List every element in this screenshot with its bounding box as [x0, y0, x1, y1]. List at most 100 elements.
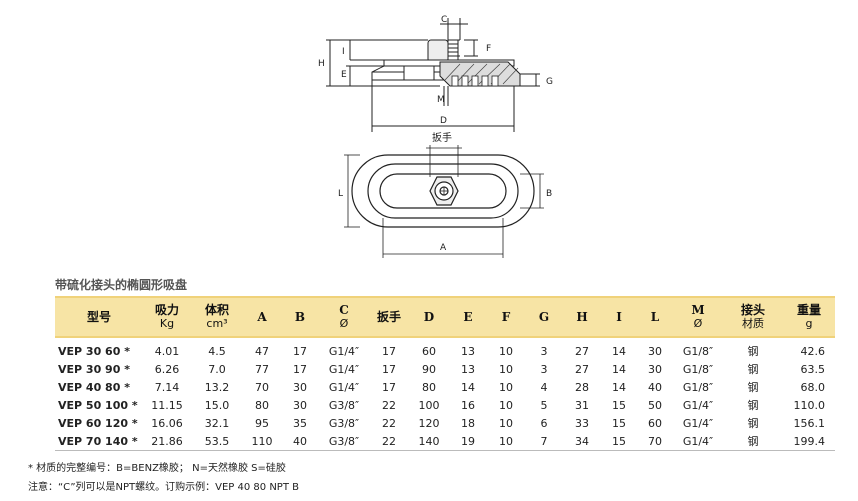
side-view-labels: C F H I E G M D	[318, 15, 553, 126]
column-header: D	[409, 297, 449, 337]
table-cell: 钢	[747, 363, 759, 376]
table-cell: 7.0	[208, 362, 226, 376]
table-cell: 10	[499, 380, 513, 394]
column-header-sub: cm³	[206, 317, 228, 330]
table-cell: 53.5	[191, 432, 243, 451]
table-cell: 95	[255, 416, 269, 430]
table-cell: 22	[369, 432, 409, 451]
column-header-main: A	[257, 310, 267, 324]
table-cell: 15	[612, 398, 626, 412]
column-header: L	[637, 297, 673, 337]
column-header-main: 体积	[204, 303, 229, 317]
table-cell: 6	[540, 416, 548, 430]
dim-label-f: F	[486, 44, 491, 54]
dim-label-m: M	[437, 95, 445, 105]
column-header-main: 接头	[740, 303, 765, 317]
table-cell: 6.26	[154, 362, 180, 376]
table-cell: 10	[499, 416, 513, 430]
table-cell: G1/4″	[328, 362, 360, 376]
column-header-main: I	[616, 310, 622, 324]
model-cell: VEP 40 80 *	[58, 380, 130, 394]
model-cell: VEP 60 120 *	[58, 416, 138, 430]
technical-drawing: C F H I E G M D 扳手 L	[318, 15, 553, 258]
table-cell: 30	[293, 380, 307, 394]
column-header: F	[487, 297, 525, 337]
table-cell: 35	[293, 416, 307, 430]
table-cell: 77	[255, 362, 269, 376]
dim-label-l: L	[338, 189, 343, 199]
table-cell: 16.06	[151, 416, 183, 430]
table-cell: G1/4″	[673, 432, 723, 451]
table-cell: 21.86	[143, 432, 191, 451]
column-header-main: C	[339, 303, 349, 317]
column-header: 型号	[55, 297, 143, 337]
column-header-main: B	[294, 310, 306, 324]
table-cell: 80	[255, 398, 269, 412]
table-cell: 3	[540, 344, 548, 358]
table-cell: 70	[255, 380, 269, 394]
column-header-main: L	[650, 310, 660, 324]
table-cell: 19	[449, 432, 487, 451]
dim-label-a: A	[440, 243, 447, 253]
table-cell: 32.1	[204, 416, 230, 430]
table-cell: 17	[382, 362, 396, 376]
table-cell: 80	[422, 380, 436, 394]
column-header-main: 吸力	[154, 303, 179, 317]
column-header-main: G	[538, 310, 550, 324]
dim-label-i: I	[342, 47, 345, 57]
column-header: B	[281, 297, 319, 337]
table-cell: 16	[461, 398, 475, 412]
column-header: 扳手	[369, 297, 409, 337]
table-cell: 钢	[747, 417, 759, 430]
column-header: I	[601, 297, 637, 337]
table-cell: 11.15	[151, 398, 183, 412]
table-cell: 30	[293, 398, 307, 412]
table-cell: 4.5	[208, 344, 226, 358]
table-cell: 90	[422, 362, 436, 376]
table-cell: 120	[418, 416, 440, 430]
dim-label-e: E	[341, 70, 347, 80]
table-cell: 10	[499, 362, 513, 376]
column-header: H	[563, 297, 601, 337]
dim-label-h: H	[318, 59, 325, 69]
table-cell: 5	[540, 398, 548, 412]
column-header-sub: Ø	[693, 317, 703, 330]
table-cell: 42.6	[800, 344, 826, 358]
table-cell: 钢	[723, 432, 783, 451]
table-cell: 68.0	[800, 380, 826, 394]
table-cell: 15.0	[204, 398, 230, 412]
table-cell: 14	[612, 344, 626, 358]
table-cell: G1/4″	[682, 398, 714, 412]
table-cell: 30	[648, 362, 662, 376]
table-cell: 34	[563, 432, 601, 451]
table-cell: 31	[575, 398, 589, 412]
table-cell: 17	[293, 362, 307, 376]
table-cell: 15	[612, 416, 626, 430]
table-cell: 13.2	[204, 380, 230, 394]
table-cell: 18	[461, 416, 475, 430]
table-cell: 156.1	[793, 416, 826, 430]
table-cell: 17	[382, 380, 396, 394]
table-cell: G1/8″	[682, 362, 714, 376]
table-cell: 110	[243, 432, 281, 451]
table-cell: 63.5	[800, 362, 826, 376]
table-cell: G1/8″	[682, 380, 714, 394]
table-cell: 钢	[747, 399, 759, 412]
column-header-sub: Kg	[159, 317, 175, 330]
column-header-main: M	[691, 303, 705, 317]
table-cell: 17	[382, 344, 396, 358]
table-cell: 14	[612, 362, 626, 376]
column-header-main: F	[501, 310, 511, 324]
model-cell: VEP 30 90 *	[58, 362, 130, 376]
table-cell: 14	[461, 380, 475, 394]
table-cell: 110.0	[793, 398, 826, 412]
